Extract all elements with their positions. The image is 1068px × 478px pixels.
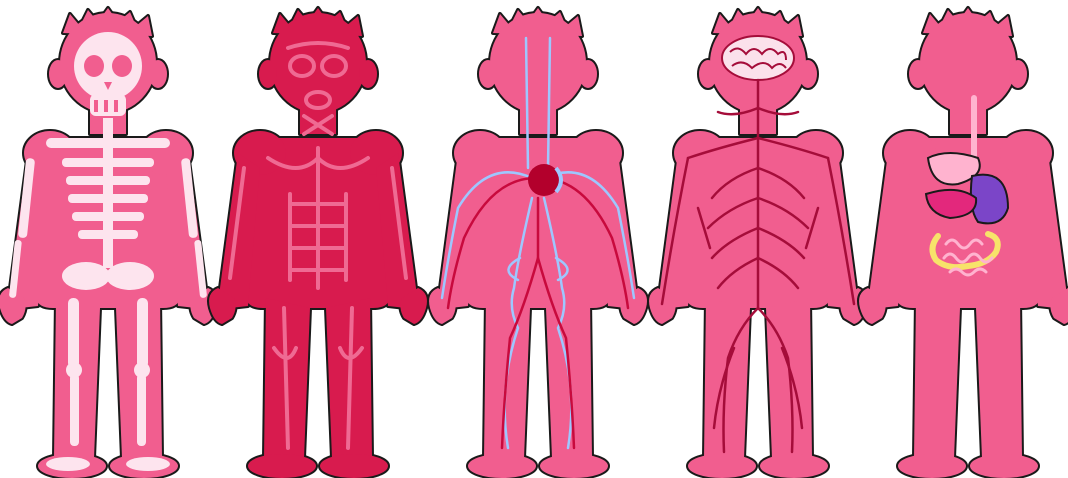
brain — [722, 36, 794, 80]
skeletal-figure — [0, 8, 217, 478]
muscular-figure — [209, 8, 427, 478]
nervous-figure — [649, 8, 867, 478]
circulatory-figure — [429, 8, 647, 478]
digestive-figure — [859, 8, 1068, 478]
